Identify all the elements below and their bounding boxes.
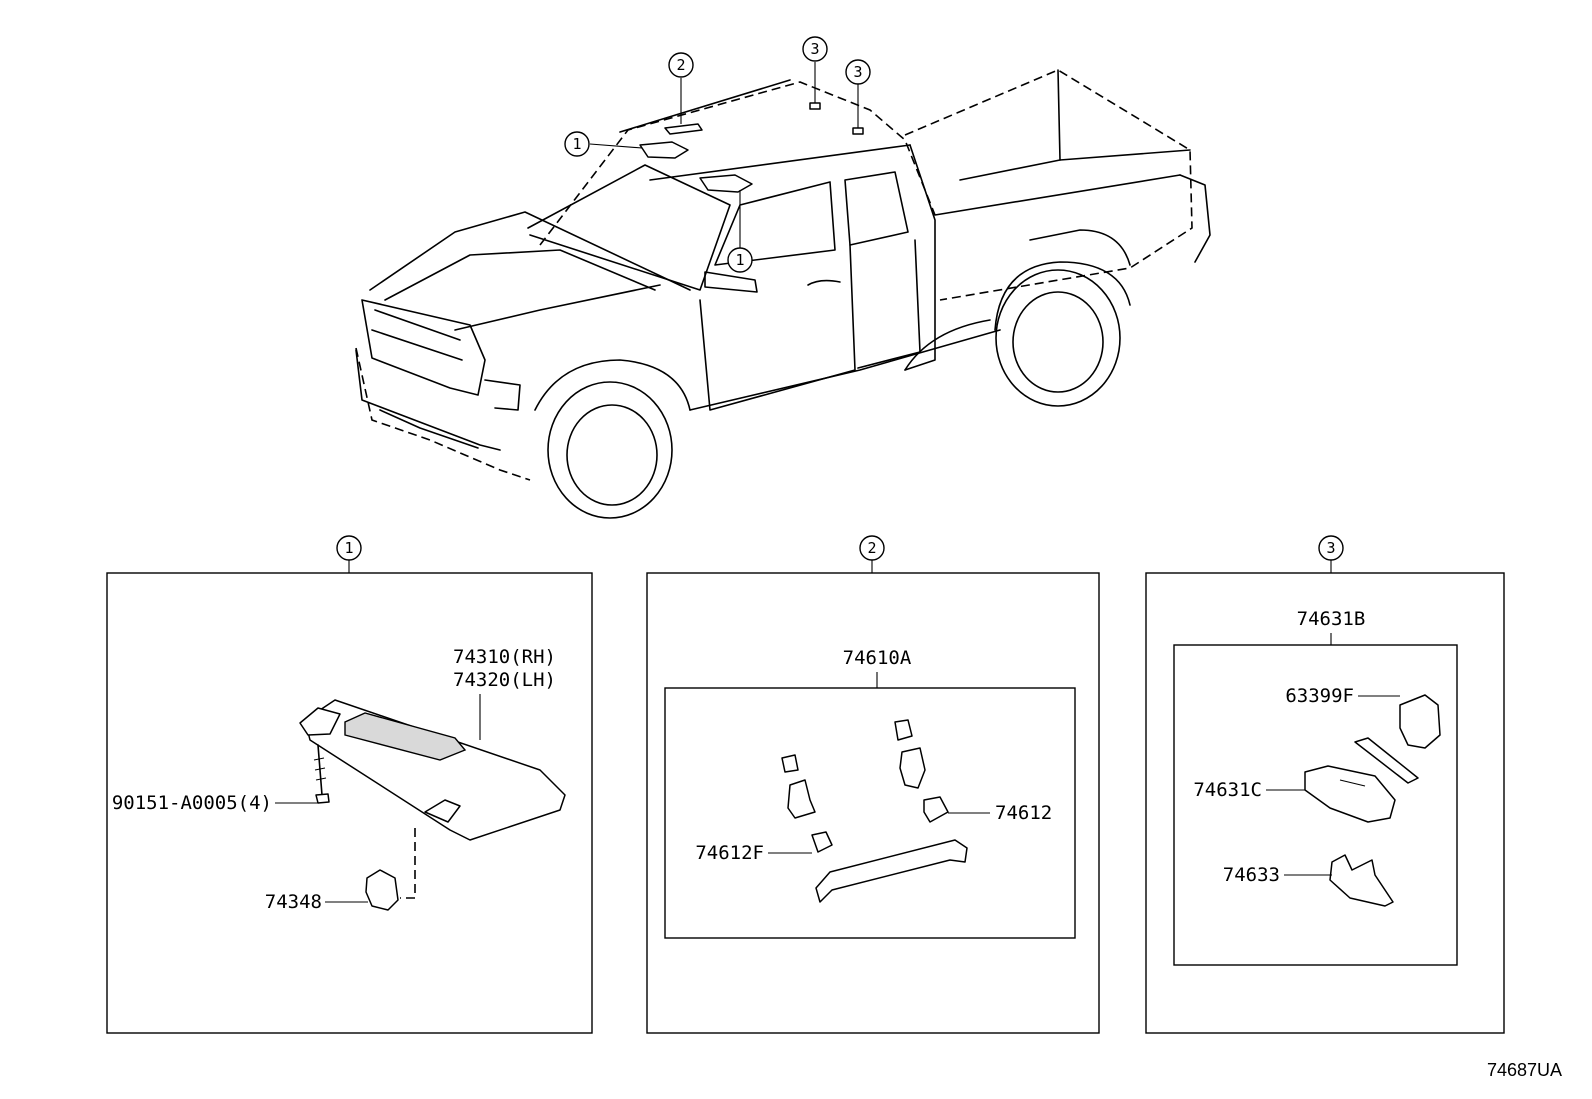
clip-left-label: 74612F [695,842,764,864]
hook-label: 74631C [1193,779,1262,801]
sun-visor-icon [299,699,566,841]
grip-clip-right-icon [899,747,926,789]
hook-cover-icon [1329,854,1394,907]
grip-clip-cap-right-icon [894,719,913,741]
grip-clip-left-icon [787,779,816,819]
panel-2-marker-label: 2 [867,539,876,557]
cover-label: 74633 [1223,864,1280,886]
callout-1-right-label: 1 [735,251,744,269]
panel-3-inner-frame [1173,644,1458,966]
panel-2-inner-frame [664,687,1076,939]
coat-hook-icon [1304,765,1396,823]
panel-2: 2 74610A 74612 74612F [646,535,1100,1034]
coat-hook-assembly-label: 74631B [1297,608,1366,630]
callout-2-label: 2 [676,56,685,74]
truck-illustration [355,62,1211,519]
callout-1-right: 1 [727,247,753,273]
panel-3: 3 74631B 63399F 74631C 74633 [1145,535,1505,1034]
callout-3-a: 3 [802,36,828,62]
callout-1-left-label: 1 [572,135,581,153]
callout-3-b: 3 [845,59,871,85]
hook-spacer-icon [1354,737,1419,784]
assist-grip-icon [815,839,968,903]
visor-rh-label: 74310(RH) [453,646,556,668]
holder-label: 74348 [265,891,322,913]
bracket-label: 63399F [1285,685,1354,707]
callout-3-b-label: 3 [853,63,862,81]
panel-1-marker-label: 1 [344,539,353,557]
assistant-grip-assembly-label: 74610A [843,647,912,669]
panel-2-frame [646,572,1100,1034]
grip-clip-cap-left-icon [781,754,799,773]
grip-cap-left-icon [811,831,833,853]
hook-bracket-icon [1399,694,1441,749]
diagram-code: 74687UA [1487,1060,1562,1080]
grip-location-icon [664,123,703,135]
panel-1: 1 74310(RH) 74320(LH) 90151-A0005(4) 743… [106,535,593,1034]
visor-location-left-icon [639,141,689,159]
visor-lh-label: 74320(LH) [453,669,556,691]
screw-icon [313,744,330,804]
panel-1-frame [106,572,593,1034]
panel-3-marker-label: 3 [1326,539,1335,557]
hook-location-2-icon [852,127,864,135]
screw-label: 90151-A0005(4) [112,792,272,814]
callout-1-left: 1 [564,131,590,157]
visor-location-right-icon [699,174,753,193]
clip-right-label: 74612 [995,802,1052,824]
callout-3-a-label: 3 [810,40,819,58]
callout-2: 2 [668,52,694,78]
visor-holder-icon [365,869,399,911]
panel-3-frame [1145,572,1505,1034]
hook-location-1-icon [809,102,821,110]
grip-cap-right-icon [923,796,949,823]
